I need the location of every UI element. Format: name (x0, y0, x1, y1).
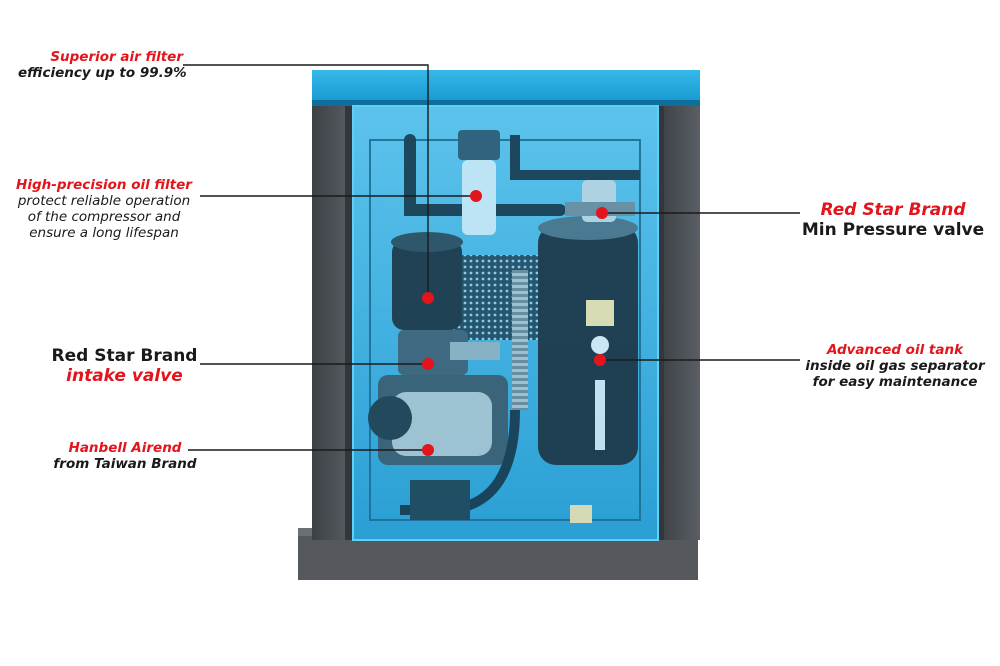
min-pressure-title: Min Pressure valve (801, 220, 985, 241)
right-side-panel (660, 100, 700, 540)
top-lid (312, 70, 700, 106)
cooler-mesh (455, 255, 545, 340)
oil-filter-title: High-precision oil filter (16, 177, 192, 193)
oil-filter-desc-2: of the compressor and (27, 208, 181, 225)
oil-filter-callout: High-precision oil filter protect reliab… (4, 177, 204, 242)
interior-components (368, 130, 641, 523)
air-filter-body (392, 240, 462, 330)
min-pressure-dot (596, 207, 608, 219)
min-pressure-brand: Red Star Brand (820, 200, 966, 220)
air-filter-callout: Superior air filter efficiency up to 99.… (18, 49, 187, 82)
oil-tank-desc-1: inside oil gas separator (805, 357, 985, 374)
callout-dots (422, 190, 608, 456)
oil-filter-desc-3: ensure a long lifespan (29, 224, 179, 241)
intake-valve-dot (422, 358, 434, 370)
oil-filter-desc-1: protect reliable operation (17, 192, 191, 209)
airend-body (368, 375, 508, 465)
air-filter-leader (183, 64, 429, 298)
oil-tank-title: Advanced oil tank (826, 342, 964, 358)
airend-dot (422, 444, 434, 456)
intake-valve-title: intake valve (66, 366, 183, 387)
airend-callout: Hanbell Airend from Taiwan Brand (40, 440, 210, 473)
intake-valve-callout: Red Star Brand intake valve (42, 346, 207, 386)
oil-filter-dot (470, 190, 482, 202)
min-pressure-callout: Red Star Brand Min Pressure valve (800, 200, 986, 240)
oil-separator-tank (538, 216, 638, 465)
air-filter-desc: efficiency up to 99.9% (18, 64, 187, 81)
intake-valve-brand: Red Star Brand (51, 346, 198, 366)
airend-desc: from Taiwan Brand (53, 455, 197, 472)
oil-tank-callout: Advanced oil tank inside oil gas separat… (794, 342, 996, 391)
leader-lines (183, 64, 800, 451)
air-filter-title: Superior air filter (50, 49, 183, 65)
airend-title: Hanbell Airend (68, 440, 182, 456)
oil-tank-dot (594, 354, 606, 366)
air-filter-dot (422, 292, 434, 304)
oil-tank-desc-2: for easy maintenance (812, 373, 978, 390)
